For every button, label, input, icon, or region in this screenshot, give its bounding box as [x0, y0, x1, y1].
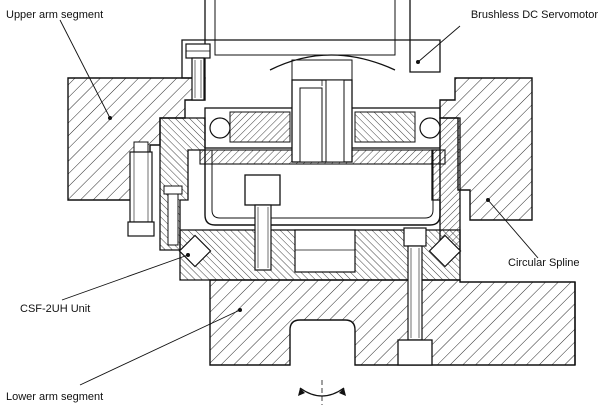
- leader-dots: [108, 60, 490, 312]
- cross-roller-bearing-right: [428, 234, 462, 268]
- lower-right-bolt: [397, 227, 433, 366]
- rotation-arrow-icon: [298, 380, 346, 405]
- upper-bolt: [185, 43, 211, 101]
- csf-2uh-unit: [159, 107, 461, 281]
- center-cap-screw: [244, 174, 281, 271]
- left-lubrication-plug: [127, 141, 155, 237]
- label-lower-arm: Lower arm segment: [6, 391, 103, 403]
- label-servomotor: Brushless DC Servomotor: [471, 9, 598, 21]
- upper-arm-segment: [67, 77, 533, 221]
- lower-arm-segment: [209, 279, 576, 366]
- leader-lines: [59, 19, 539, 386]
- servomotor-housing: [181, 0, 441, 81]
- label-upper-arm: Upper arm segment: [6, 9, 103, 21]
- label-circular-spline: Circular Spline: [508, 257, 580, 269]
- motor-shaft: [291, 79, 353, 163]
- cross-roller-bearing-left: [178, 234, 212, 268]
- left-unit-bolt: [163, 185, 183, 246]
- label-csf-unit: CSF-2UH Unit: [20, 303, 90, 315]
